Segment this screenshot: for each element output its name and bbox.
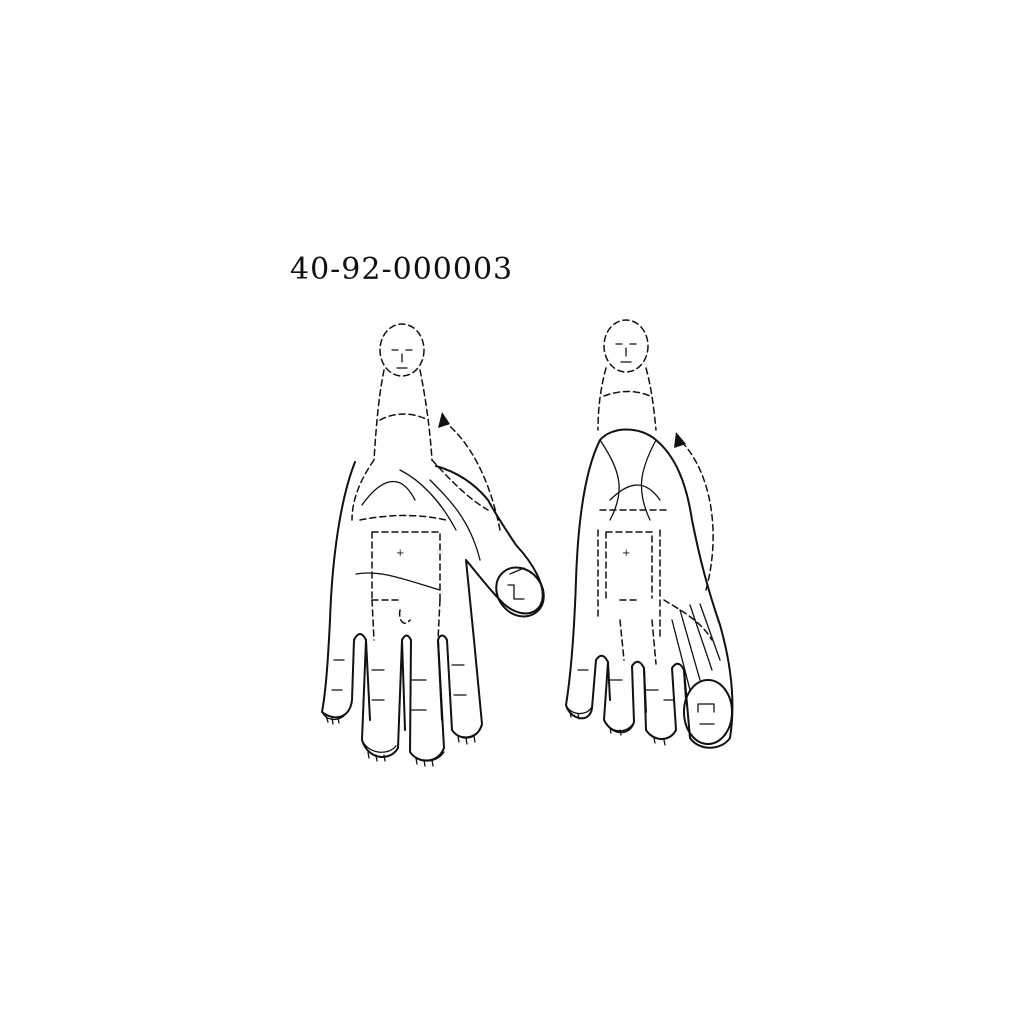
palm-center-mark: + bbox=[396, 548, 404, 559]
palm-thumb-tip bbox=[486, 558, 553, 626]
back-hand-outline bbox=[566, 430, 732, 748]
palm-finger-line-3 bbox=[438, 640, 442, 720]
back-thumb-stripes bbox=[672, 604, 720, 690]
back-face-features bbox=[616, 344, 636, 362]
hand-back-view: + bbox=[566, 320, 732, 748]
back-center-mark: + bbox=[622, 548, 630, 559]
back-abdomen-box bbox=[606, 532, 652, 600]
palm-finger-line-1 bbox=[366, 640, 370, 720]
palm-fingertip-4 bbox=[452, 726, 482, 744]
palm-abdomen-box bbox=[372, 532, 440, 600]
back-fingertip-3 bbox=[646, 730, 676, 745]
palm-dashed-arrow bbox=[442, 420, 500, 530]
palm-face-features bbox=[392, 350, 412, 368]
palm-arrowhead bbox=[438, 412, 450, 428]
back-finger-line-1 bbox=[608, 662, 610, 700]
back-projected-head bbox=[604, 320, 648, 372]
back-thumb-tip bbox=[684, 680, 732, 744]
palm-diagonal-line bbox=[356, 573, 440, 590]
back-projected-torso bbox=[598, 510, 666, 640]
hand-palm-view: + bbox=[322, 324, 554, 766]
palm-projected-shoulders bbox=[352, 460, 488, 520]
palm-projected-neck bbox=[374, 370, 432, 460]
back-projected-neck bbox=[598, 368, 656, 430]
back-thumb-nail-mark bbox=[698, 704, 714, 724]
palm-finger-line-2 bbox=[402, 640, 405, 730]
back-projected-shoulder-lines bbox=[600, 440, 660, 520]
palm-projected-legs bbox=[372, 600, 440, 640]
back-projected-legs bbox=[620, 600, 712, 664]
palm-projected-chest-lines bbox=[362, 470, 480, 560]
back-dashed-arrow bbox=[680, 440, 713, 590]
palm-thumb-nail-mark bbox=[508, 568, 524, 599]
palm-fingertip-3 bbox=[410, 752, 444, 766]
